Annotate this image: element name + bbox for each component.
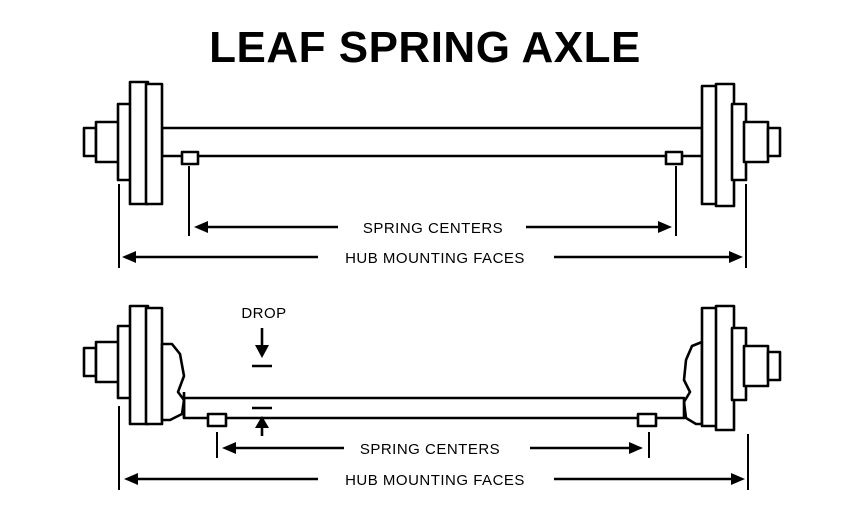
right-spring-seat [636,412,658,428]
left-backing-plate [144,82,164,206]
left-brake-housing [160,342,186,422]
left-spindle-cap [82,126,98,158]
hub-faces-label: HUB MOUNTING FACES [345,250,525,267]
diagram-title: LEAF SPRING AXLE [209,23,641,72]
spring-centers-arrow-right [658,221,672,233]
spring-centers-arrow-left [194,221,208,233]
spring-centers-label: SPRING CENTERS [363,220,503,237]
right-hub-top [700,82,782,208]
right-hub-bottom [682,304,782,432]
spring-centers-arrow-right [629,442,643,454]
straight-axle: SPRING CENTERS HUB MOUNTING FACES [82,80,782,268]
drop-arrow-down [255,345,269,358]
right-spindle [742,120,770,164]
left-spindle-cap [82,346,98,378]
left-spring-seat [180,150,200,166]
hub-faces-label: HUB MOUNTING FACES [345,472,525,489]
left-spindle [94,120,122,164]
left-spindle [94,340,122,384]
spring-centers-label: SPRING CENTERS [360,441,500,458]
drop-axle: DROP SPRING CENTERS HUB MOUNTING FACES [82,304,782,490]
hub-faces-arrow-left [122,251,136,263]
straight-axle-tube [160,126,704,158]
right-spring-seat [664,150,684,166]
left-hub-top [82,80,164,206]
drop-arrow-up [255,416,269,428]
hub-faces-arrow-right [729,251,743,263]
right-spindle-cap [766,126,782,158]
hub-faces-arrow-left [124,473,138,485]
spring-centers-arrow-left [222,442,236,454]
left-backing-plate [144,306,164,426]
left-spring-seat [206,412,228,428]
right-spindle [742,344,770,388]
hub-faces-arrow-right [731,473,745,485]
right-brake-housing [682,340,704,426]
left-hub-bottom [82,304,186,426]
right-spindle-cap [766,350,782,382]
drop-label: DROP [241,305,286,322]
